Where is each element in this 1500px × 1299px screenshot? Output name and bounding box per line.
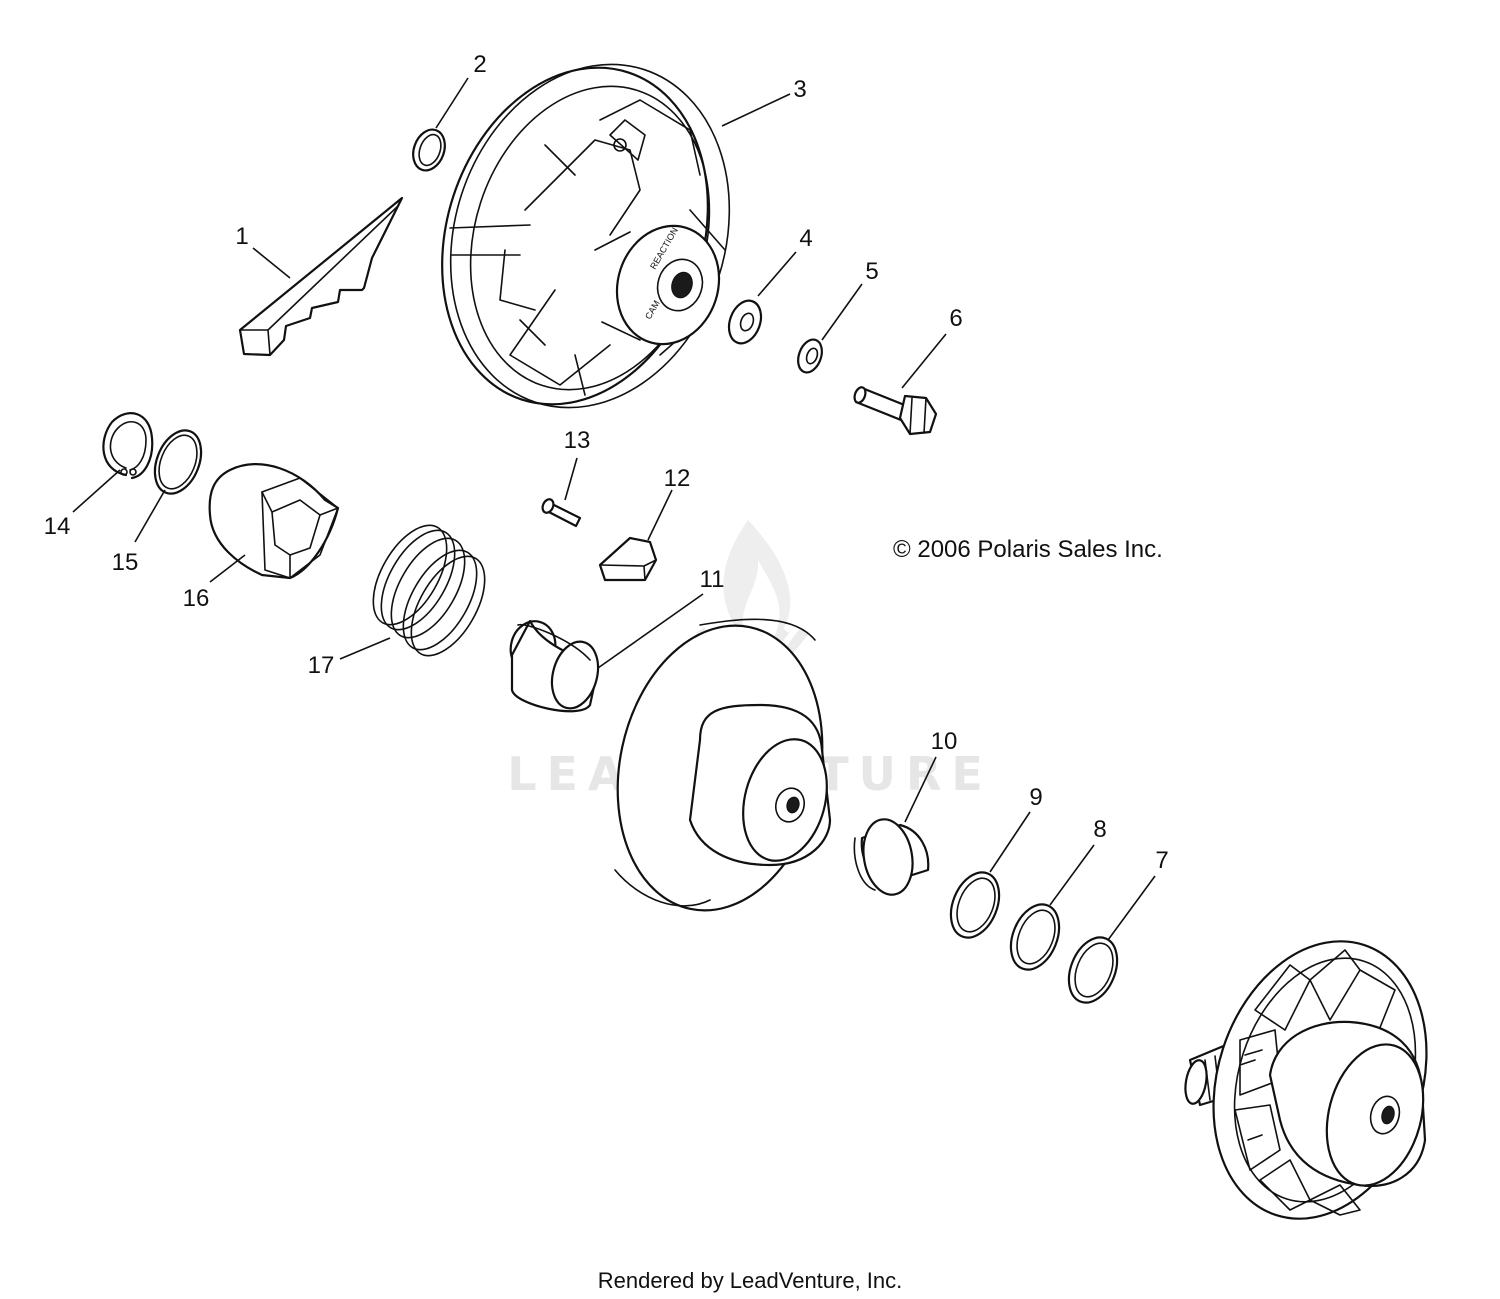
part-15-ring [153, 429, 203, 495]
callout-7: 7 [1155, 847, 1168, 874]
driven-sheave-assembly [1184, 940, 1428, 1220]
part-6-bolt [853, 386, 938, 436]
footer-rendered-by: Rendered by LeadVenture, Inc. [598, 1268, 903, 1293]
callout-labels: 1 2 3 4 5 6 7 8 9 10 11 12 13 14 15 16 1… [44, 51, 1169, 874]
part-3-moveable-sheave: REACTION CAM [441, 63, 731, 409]
callout-4: 4 [799, 225, 812, 252]
part-7-shim [1067, 936, 1119, 1004]
callout-14: 14 [44, 513, 71, 540]
part-2-seal-ring [412, 128, 446, 172]
part-9-shim [949, 871, 1001, 939]
stationary-sheave [614, 618, 832, 912]
callout-17: 17 [308, 652, 335, 679]
part-8-shim [1009, 903, 1061, 971]
part-12-cam-button [598, 536, 658, 582]
callout-6: 6 [949, 305, 962, 332]
callout-5: 5 [865, 258, 878, 285]
callout-12: 12 [664, 465, 691, 492]
part-17-spring [372, 524, 486, 657]
callout-2: 2 [473, 51, 486, 78]
callout-1: 1 [235, 223, 248, 250]
part-5-lock-washer [797, 338, 823, 374]
part-10-bushing [853, 818, 930, 896]
part-1-drive-belt [238, 196, 404, 357]
callout-16: 16 [183, 585, 210, 612]
part-4-washer [727, 299, 763, 345]
leader-lines [72, 77, 1156, 941]
callout-9: 9 [1029, 784, 1042, 811]
part-13-pin [541, 498, 582, 528]
callout-13: 13 [564, 427, 591, 454]
callout-3: 3 [793, 76, 806, 103]
part-14-snap-ring [102, 412, 154, 480]
part-16-cam [208, 463, 340, 580]
callout-15: 15 [112, 549, 139, 576]
part-11-bushing [509, 619, 600, 713]
copyright-notice: © 2006 Polaris Sales Inc. [893, 536, 1163, 563]
callout-8: 8 [1093, 816, 1106, 843]
callout-10: 10 [931, 728, 958, 755]
callout-11: 11 [700, 566, 725, 593]
